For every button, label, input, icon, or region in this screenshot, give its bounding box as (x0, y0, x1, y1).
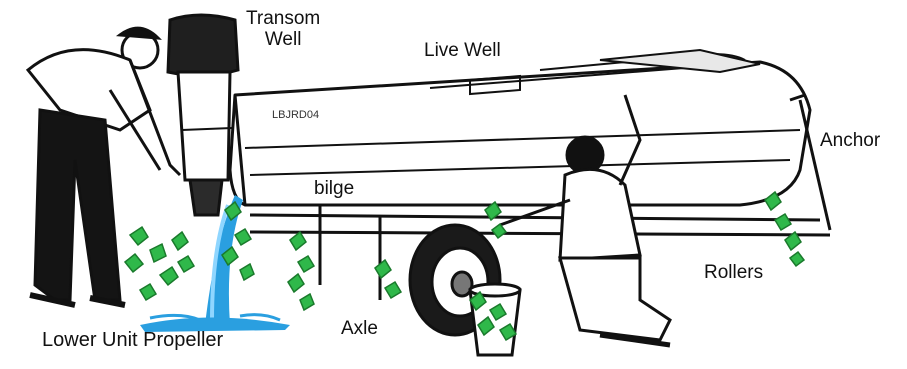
label-live-well: Live Well (424, 40, 501, 61)
label-rollers: Rollers (704, 262, 763, 283)
weed-cluster-rollers (765, 192, 804, 266)
hull-registration: LBJRD04 (272, 109, 319, 121)
weed-cluster-lower-unit (125, 227, 194, 300)
label-bilge: bilge (314, 178, 354, 199)
label-axle: Axle (341, 318, 378, 339)
label-transom-well-line2: Well (246, 29, 320, 50)
label-transom-well-line1: Transom (246, 8, 320, 29)
weed-cluster-trailer (288, 232, 314, 310)
person-inspecting-motor (28, 28, 180, 305)
label-lower-unit-propeller: Lower Unit Propeller (42, 330, 223, 351)
label-transom-well: Transom Well (246, 8, 320, 50)
label-anchor: Anchor (820, 130, 880, 151)
outboard-motor (168, 15, 238, 215)
